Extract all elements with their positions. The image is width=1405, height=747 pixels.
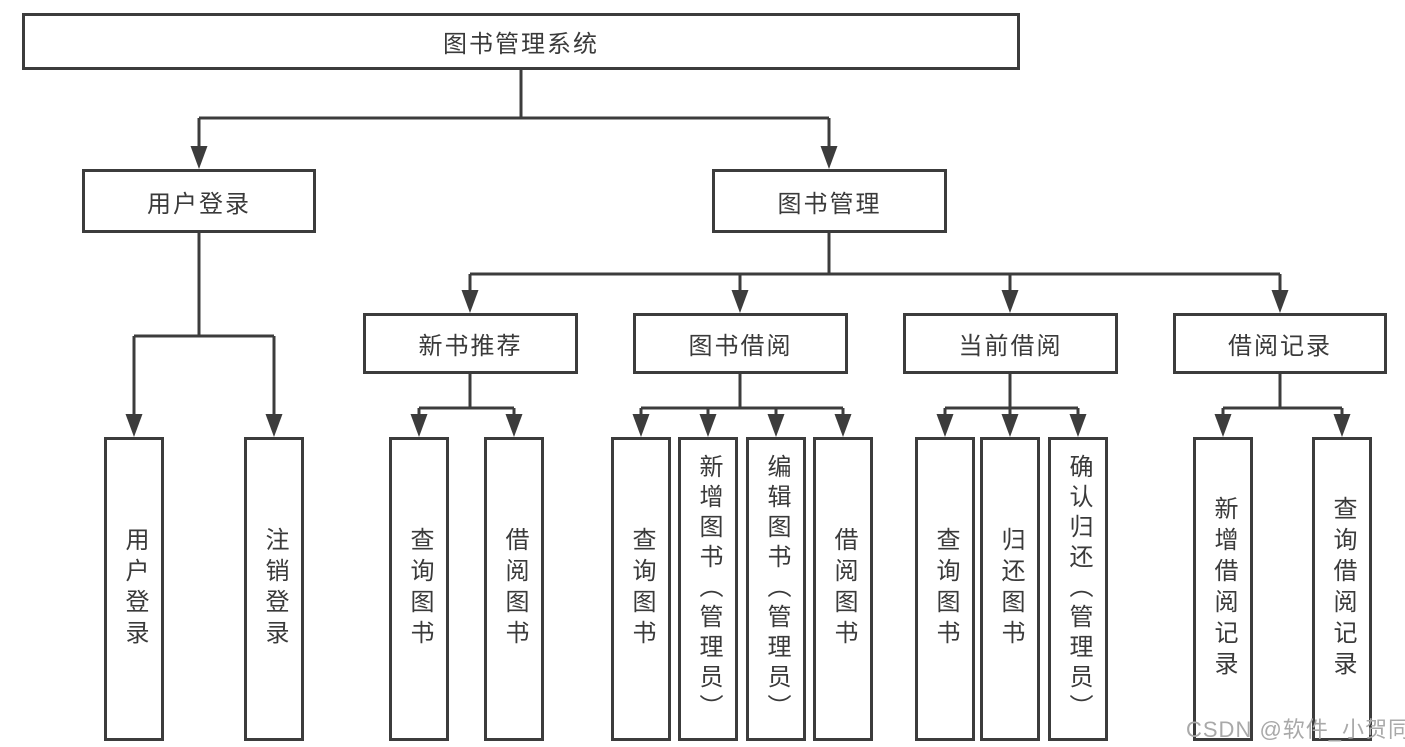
- leaf-label: 新增借阅记录: [1210, 496, 1237, 682]
- leaf-label: 查询借阅记录: [1329, 496, 1356, 682]
- leaf-label: 用户登录: [121, 527, 148, 651]
- leaf-label: 新增图书（管理员）: [695, 454, 722, 724]
- leaf-query-books-borrowing: 查询图书: [611, 437, 671, 741]
- node-label: 当前借阅: [958, 333, 1063, 360]
- node-book-borrowing: 图书借阅: [633, 313, 848, 374]
- node-label: 新书推荐: [418, 333, 523, 360]
- node-label: 用户登录: [147, 190, 251, 218]
- leaf-add-borrow-record: 新增借阅记录: [1193, 437, 1253, 741]
- node-label: 图书管理: [777, 190, 882, 218]
- leaf-logout-login: 注销登录: [244, 437, 304, 741]
- node-current-borrowing: 当前借阅: [903, 313, 1118, 374]
- arrowheads: [125, 146, 1351, 437]
- node-new-book-recommendation: 新书推荐: [363, 313, 578, 374]
- node-label: 图书借阅: [688, 333, 793, 360]
- leaf-label: 注销登录: [261, 527, 288, 651]
- leaf-borrow-books-borrowing: 借阅图书: [813, 437, 873, 741]
- node-borrowing-records: 借阅记录: [1173, 313, 1387, 374]
- node-label: 图书管理系统: [443, 31, 599, 58]
- leaf-label: 查询图书: [406, 527, 433, 651]
- node-user-login: 用户登录: [82, 169, 316, 233]
- leaf-edit-books-admin: 编辑图书（管理员）: [746, 437, 806, 741]
- node-label: 借阅记录: [1228, 333, 1332, 360]
- node-library-management-system: 图书管理系统: [22, 13, 1020, 70]
- leaf-query-books-recommend: 查询图书: [389, 437, 449, 741]
- leaf-label: 编辑图书（管理员）: [763, 454, 790, 724]
- leaf-add-books-admin: 新增图书（管理员）: [678, 437, 738, 741]
- node-book-management: 图书管理: [712, 169, 947, 233]
- leaf-return-books: 归还图书: [980, 437, 1040, 741]
- leaf-label: 查询图书: [932, 527, 959, 651]
- leaf-label: 归还图书: [997, 527, 1024, 651]
- leaf-label: 确认归还（管理员）: [1065, 454, 1092, 724]
- leaf-confirm-return-admin: 确认归还（管理员）: [1048, 437, 1108, 741]
- leaf-label: 借阅图书: [830, 527, 857, 651]
- csdn-watermark: CSDN @软件_小贺同学: [1186, 717, 1405, 742]
- leaf-label: 借阅图书: [501, 527, 528, 651]
- leaf-label: 查询图书: [628, 527, 655, 651]
- leaf-borrow-books-recommend: 借阅图书: [484, 437, 544, 741]
- leaf-query-borrow-record: 查询借阅记录: [1312, 437, 1372, 741]
- leaf-query-books-current: 查询图书: [915, 437, 975, 741]
- leaf-user-login: 用户登录: [104, 437, 164, 741]
